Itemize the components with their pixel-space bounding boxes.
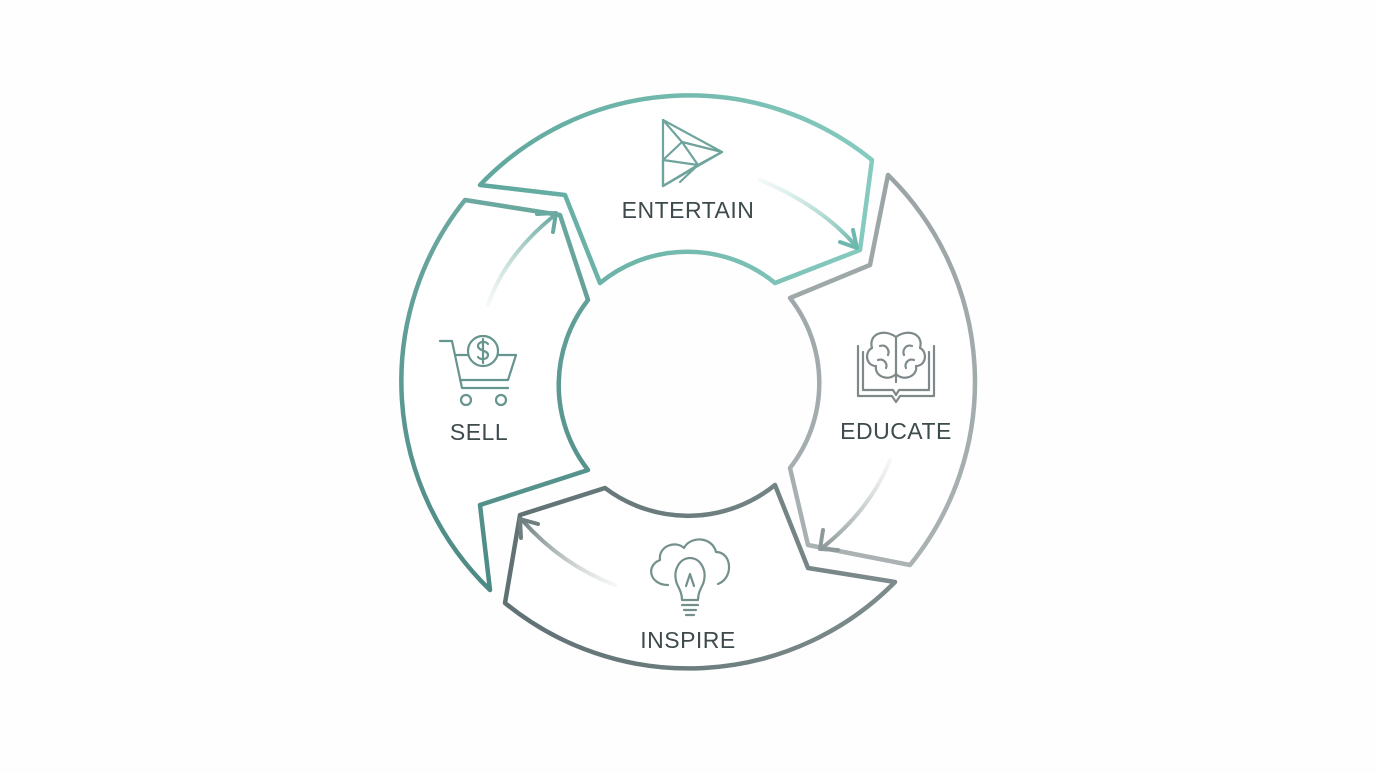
segment-label-inspire: INSPIRE — [640, 627, 736, 653]
segment-inspire — [502, 482, 898, 671]
segment-label-sell: SELL — [450, 419, 508, 445]
brain-book-icon — [856, 331, 936, 404]
segment-educate — [787, 172, 978, 568]
segment-label-educate: EDUCATE — [840, 418, 952, 444]
segment-label-entertain: ENTERTAIN — [622, 197, 755, 223]
segment-entertain — [477, 93, 875, 286]
flow-arrow-educate — [818, 458, 892, 552]
segment-sell — [399, 197, 591, 593]
cloud-lightbulb-icon — [650, 538, 731, 617]
dollar-cart-icon — [438, 334, 518, 407]
play-gem-icon — [661, 118, 724, 188]
flow-arrow-entertain — [758, 178, 859, 250]
flow-arrow-sell — [486, 211, 558, 307]
flow-arrow-inspire — [518, 517, 617, 587]
